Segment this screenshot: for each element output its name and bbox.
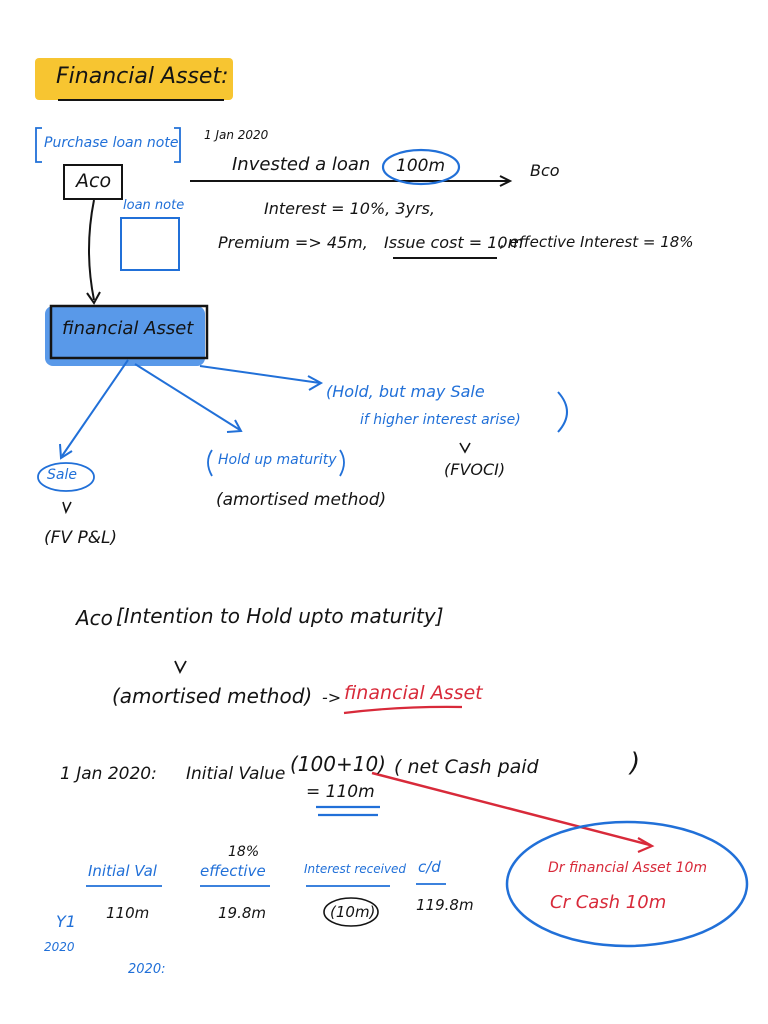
iv-label: Initial Value [186,764,286,784]
iv-close: ) [630,748,641,778]
iv-date: 1 Jan 2020: [60,764,157,784]
aco-label: Aco [76,170,112,192]
amount-circled: 100m [396,156,446,176]
hold-result: (amortised method) [216,490,387,510]
title-highlight [35,58,233,100]
iv-result: = 110m [306,782,375,802]
aco-box [63,164,123,200]
header-interest-received: Interest received [304,862,407,876]
page-title: Financial Asset: [56,64,229,89]
value-cd: 119.8m [416,896,474,914]
intention-aco: Aco [76,606,113,630]
financial-asset-box [49,304,209,360]
rate-label: 18% [228,844,260,860]
bco-label: Bco [530,161,560,180]
interest-line: Interest = 10%, 3yrs, [264,199,435,218]
iv-note: ( net Cash paid [394,756,539,778]
hold-maturity-label: Hold up maturity [218,452,337,468]
journal-ellipse [505,820,749,948]
purchase-label: Purchase loan note [44,135,179,151]
sale-label: Sale [47,467,77,483]
journal-dr: Dr financial Asset 10m [548,860,708,876]
aco-to-asset-arrow [88,199,95,301]
value-interest: (10m) [330,903,376,921]
row-label-2020: 2020 [44,940,75,954]
intention-bracket: [Intention to Hold upto maturity] [116,604,444,628]
intention-arrow: -> [322,688,342,707]
date-label: 1 Jan 2020 [204,128,269,142]
footer-2020: 2020: [128,962,166,977]
premium-line: Premium => 45m, [218,233,368,252]
header-effective: effective [200,862,266,880]
intention-financial-asset: financial Asset [344,682,483,704]
hold-may-sell-1: (Hold, but may Sale [326,382,485,401]
loan-note-label: loan note [123,198,185,213]
header-cd: c/d [418,858,441,876]
hold-may-sell-2: if higher interest arise) [360,412,521,428]
issue-cost: Issue cost = 10m [384,233,524,252]
value-initial: 110m [106,904,150,922]
iv-calc: (100+10) [290,752,386,776]
red-link-arrow [371,771,651,847]
red-underline [343,705,463,715]
amount-circle [381,148,461,186]
purchase-bracket [35,127,181,163]
invested-text: Invested a loan [232,154,371,175]
loan-note-box [120,217,180,271]
effective-interest: , effective Interest = 18% [500,233,694,251]
sale-ring [37,462,95,492]
value-effective: 19.8m [218,904,267,922]
journal-cr: Cr Cash 10m [550,892,667,913]
hold-may-sell-result: (FVOCI) [444,460,506,479]
intention-method: (amortised method) [112,684,313,708]
header-initial-val: Initial Val [88,862,157,880]
financial-asset-root: financial Asset [62,318,194,339]
sale-result: (FV P&L) [44,528,118,548]
row-label-y1: Y1 [56,912,76,931]
